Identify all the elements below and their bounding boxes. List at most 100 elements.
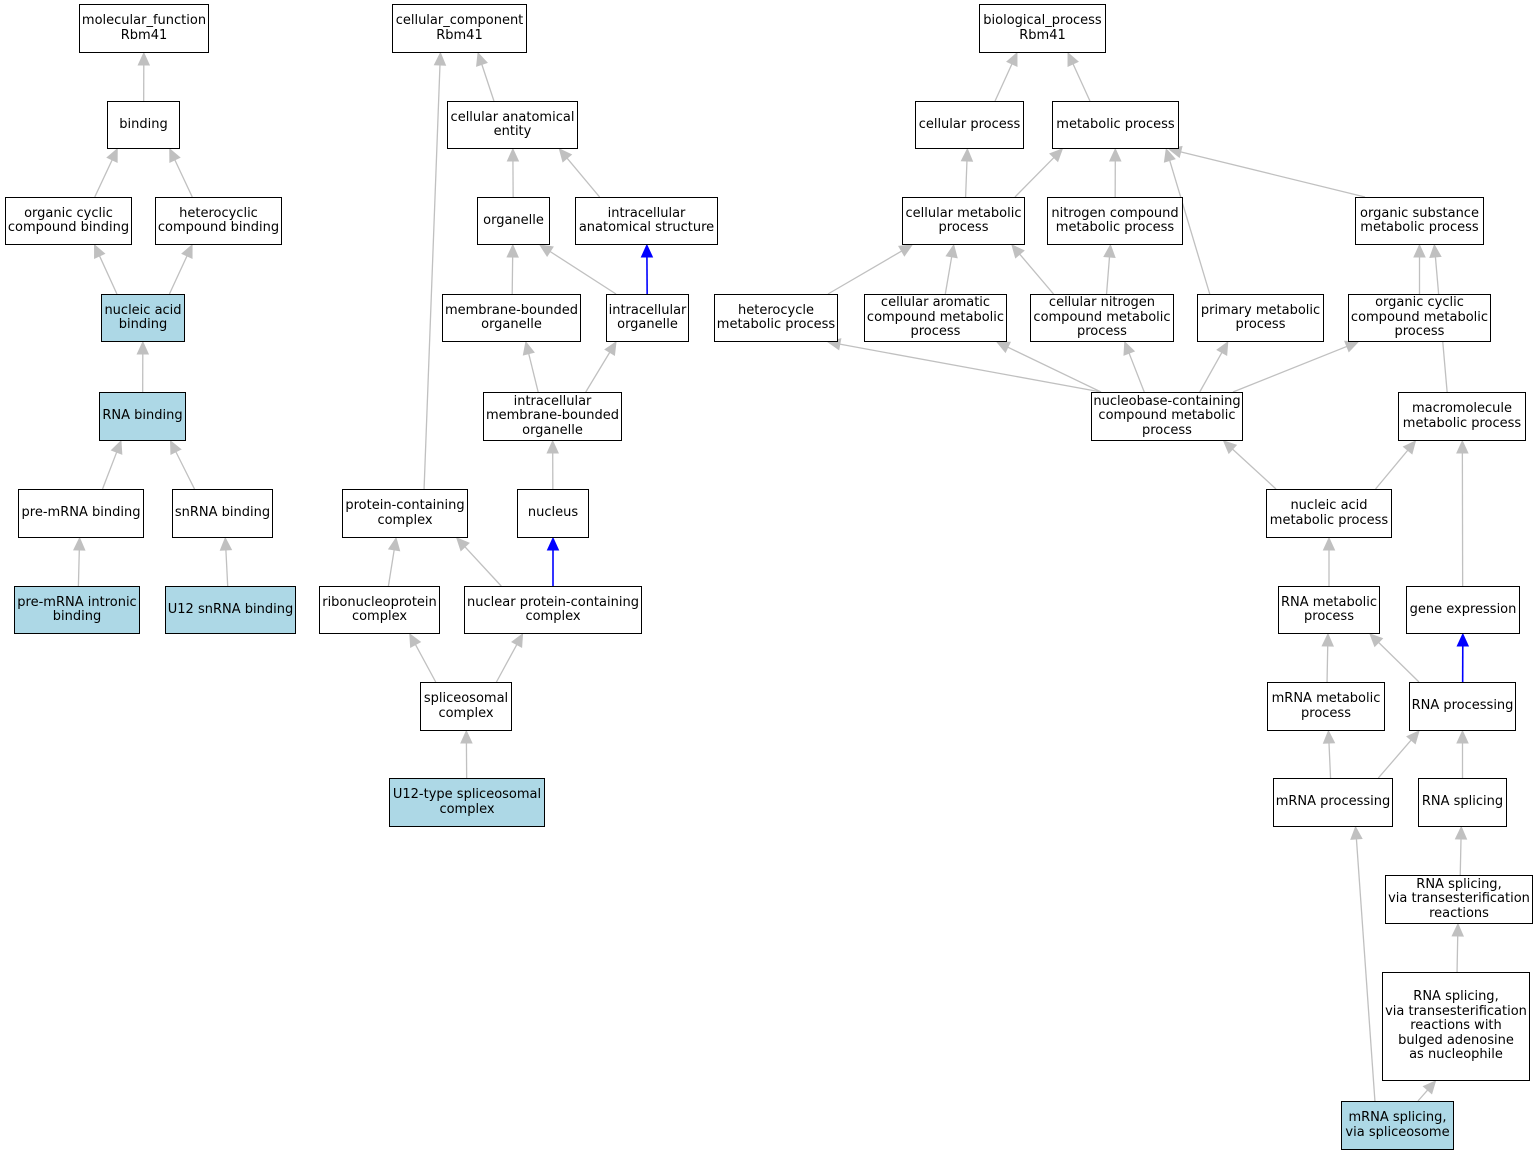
arrowhead-io-to-ias xyxy=(640,243,654,258)
arrowhead-cacmp-to-cmp xyxy=(945,243,958,259)
edge-mrnas-to-rnastb xyxy=(1417,1089,1429,1102)
arrowhead-nbcmp-to-cacmp xyxy=(995,341,1011,354)
edge-rnap-to-rnamp xyxy=(1378,641,1420,683)
go-term-node-premib: pre-mRNA intronic binding xyxy=(14,586,140,634)
arrowhead-nbcmp-to-cncmp xyxy=(1123,340,1136,356)
go-term-node-hmp: heterocycle metabolic process xyxy=(714,294,838,342)
arrowhead-rnast-to-rnas xyxy=(1454,825,1468,840)
go-term-node-cc_root: cellular_component Rbm41 xyxy=(392,4,527,53)
arrowhead-u12spc-to-spc xyxy=(460,729,473,744)
arrowhead-rnas-to-rnap xyxy=(1456,729,1469,744)
arrowhead-spc-to-npcc xyxy=(511,632,524,648)
arrowhead-imbo-to-io xyxy=(604,340,617,356)
go-term-node-osmp: organic substance metabolic process xyxy=(1355,197,1484,245)
go-term-node-rnpc: ribonucleoprotein complex xyxy=(319,586,440,634)
arrowhead-pmp-to-mp xyxy=(1163,147,1176,163)
edge-mrnas-to-mrnap xyxy=(1355,838,1376,1102)
go-term-node-u12spc: U12-type spliceosomal complex xyxy=(389,778,545,827)
edge-rnpc-to-pcc xyxy=(387,549,395,587)
edge-spc-to-npcc xyxy=(495,644,518,683)
edge-nbcmp-to-cacmp xyxy=(1007,346,1102,393)
go-term-node-rnastb: RNA splicing, via transesterification re… xyxy=(1382,972,1530,1081)
arrowhead-namp-to-mmp xyxy=(1402,440,1417,455)
edge-rnastb-to-rnast xyxy=(1456,935,1459,973)
go-term-node-nab: nucleic acid binding xyxy=(101,294,185,342)
edge-imbo-to-io xyxy=(585,351,611,393)
arrowhead-cae-to-cc_root xyxy=(476,51,488,67)
go-term-node-spc: spliceosomal complex xyxy=(420,682,512,731)
arrowhead-u12b-to-snb xyxy=(219,536,233,551)
arrowhead-nab-to-ocb xyxy=(94,243,106,259)
go-term-node-rnab: RNA binding xyxy=(99,392,186,441)
go-term-node-occmp: organic cyclic compound metabolic proces… xyxy=(1348,294,1491,342)
arrowhead-rnab-to-nab xyxy=(136,340,150,355)
arrowhead-cmp-to-mp xyxy=(1049,148,1064,163)
go-term-node-nucleus: nucleus xyxy=(517,489,589,538)
go-term-node-hcb: heterocyclic compound binding xyxy=(155,197,282,245)
edge-npcc-to-pcc xyxy=(464,546,502,587)
arrowhead-mmp-to-osmp xyxy=(1429,243,1442,258)
edge-cncmp-to-ncmp xyxy=(1105,256,1111,295)
edge-mrnap-to-rnap xyxy=(1377,739,1412,779)
edge-namp-to-nbcmp xyxy=(1232,448,1277,490)
arrowhead-pcc-to-cc_root xyxy=(433,51,447,66)
go-term-node-u12b: U12 snRNA binding xyxy=(165,586,296,634)
go-term-node-mf_root: molecular_function Rbm41 xyxy=(79,4,209,53)
go-term-node-cp: cellular process xyxy=(915,101,1024,149)
arrowhead-nbcmp-to-pmp xyxy=(1216,340,1229,356)
edge-namp-to-mmp xyxy=(1375,449,1409,490)
edge-ias-to-cae xyxy=(566,157,601,198)
arrowhead-rnastb-to-rnast xyxy=(1451,922,1464,937)
go-term-node-ge: gene expression xyxy=(1406,586,1520,634)
arrowhead-organelle-to-cae xyxy=(506,147,520,162)
edge-cmp-to-cp xyxy=(964,160,968,198)
edge-hmp-to-cmp xyxy=(827,250,902,295)
go-term-node-ias: intracellular anatomical structure xyxy=(575,197,718,245)
arrowhead-ocb-to-binding xyxy=(106,147,118,163)
arrowhead-cmp-to-cp xyxy=(960,147,974,162)
arrowhead-ncmp-to-mp xyxy=(1109,147,1122,162)
edge-hcb-to-binding xyxy=(174,159,193,198)
edge-nab-to-hcb xyxy=(168,255,188,295)
arrowhead-mp-to-bp_root xyxy=(1067,51,1079,67)
edge-cp-to-bp_root xyxy=(994,63,1013,102)
go-term-node-mrnamp: mRNA metabolic process xyxy=(1267,682,1385,731)
go-term-node-ncmp: nitrogen compound metabolic process xyxy=(1047,197,1183,245)
go-term-node-nbcmp: nucleobase-containing compound metabolic… xyxy=(1091,392,1243,441)
go-term-node-rnap: RNA processing xyxy=(1409,682,1516,731)
edge-pcc-to-cc_root xyxy=(423,64,441,490)
go-term-node-cae: cellular anatomical entity xyxy=(447,101,578,149)
go-term-node-rnamp: RNA metabolic process xyxy=(1278,586,1380,634)
go-term-node-organelle: organelle xyxy=(477,197,550,245)
edge-nbcmp-to-occmp xyxy=(1232,345,1348,393)
arrowhead-rnap-to-ge xyxy=(1456,632,1470,647)
arrowhead-mrnap-to-rnap xyxy=(1406,730,1420,745)
arrowhead-occmp-to-osmp xyxy=(1413,243,1426,258)
arrowhead-rnamp-to-namp xyxy=(1322,536,1336,551)
go-term-node-snb: snRNA binding xyxy=(172,489,273,538)
edge-mp-to-bp_root xyxy=(1072,63,1091,102)
edge-snb-to-rnab xyxy=(175,451,196,490)
edge-premb-to-rnab xyxy=(101,451,118,490)
arrowhead-snb-to-rnab xyxy=(169,439,182,455)
edge-osmp-to-mp xyxy=(1180,151,1366,198)
edge-nab-to-ocb xyxy=(98,255,118,295)
go-term-node-mbo: membrane-bounded organelle xyxy=(442,294,581,342)
edge-cacmp-to-cmp xyxy=(944,256,953,295)
arrowhead-rnap-to-rnamp xyxy=(1369,633,1384,648)
edge-mrnamp-to-rnamp xyxy=(1326,645,1329,683)
edge-nbcmp-to-hmp xyxy=(839,343,1102,393)
go-term-node-namp: nucleic acid metabolic process xyxy=(1266,489,1392,538)
go-term-node-pcc: protein-containing complex xyxy=(342,489,468,538)
arrowhead-mbo-to-organelle xyxy=(506,243,519,258)
edge-cae-to-cc_root xyxy=(481,64,495,102)
arrowhead-ias-to-cae xyxy=(558,148,573,163)
arrowhead-hmp-to-cmp xyxy=(898,244,914,257)
edge-pmp-to-mp xyxy=(1169,160,1211,295)
edge-cncmp-to-cmp xyxy=(1019,253,1055,295)
arrowhead-mrnap-to-mrnamp xyxy=(1322,729,1336,744)
arrowhead-imbo-to-mbo xyxy=(522,340,535,356)
arrowhead-premb-to-rnab xyxy=(110,439,123,455)
